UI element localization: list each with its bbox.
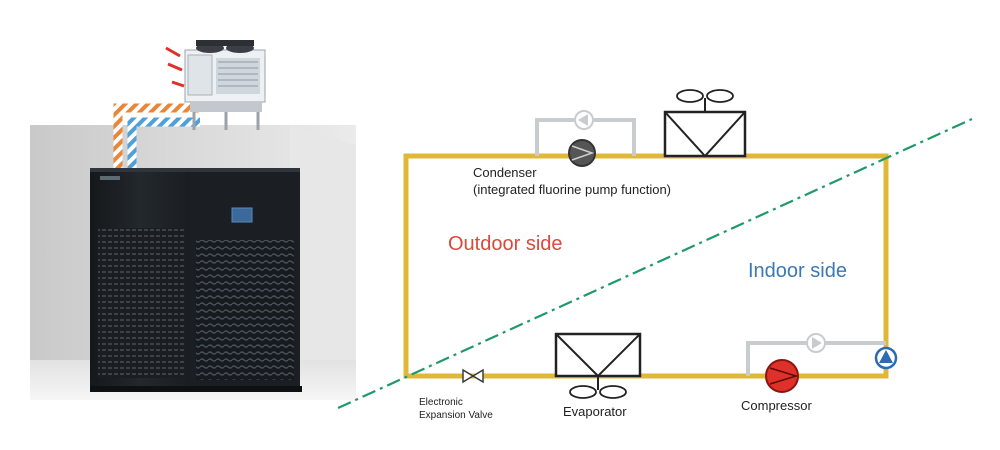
indoor-ac-cabinet: [90, 168, 302, 392]
expansion-valve-label-line1: Electronic: [419, 397, 463, 408]
outdoor-side-label: Outdoor side: [448, 233, 563, 255]
airflow-arrow: [167, 62, 183, 72]
evaporator-label: Evaporator: [563, 404, 627, 419]
expansion-valve-label: Electronic Expansion Valve: [419, 396, 493, 422]
airflow-arrow: [171, 80, 185, 88]
expansion-valve-icon: [462, 368, 484, 384]
check-valve-icon: [874, 346, 898, 370]
condenser-label-line1: Condenser: [473, 165, 537, 180]
condenser-coil: [663, 110, 747, 158]
fan-icon: [569, 376, 627, 399]
outdoor-indoor-divider: [337, 117, 973, 410]
gas-pipe: [127, 117, 200, 178]
check-valve-icon: [574, 110, 594, 130]
condenser-label-line2: (integrated fluorine pump function): [473, 182, 672, 197]
room-side-wall: [290, 125, 356, 400]
expansion-valve-label-line2: Expansion Valve: [419, 410, 493, 421]
evaporator-coil: [554, 332, 642, 378]
check-valve-icon: [806, 333, 826, 353]
condenser-label: Condenser (integrated fluorine pump func…: [473, 164, 671, 198]
liquid-pipe: [113, 103, 200, 178]
pump-icon: [568, 139, 596, 167]
fan-icon: [676, 89, 734, 112]
outdoor-condenser-unit: [165, 40, 266, 130]
compressor-label: Compressor: [741, 398, 812, 413]
product-illustration: [30, 40, 356, 400]
indoor-side-label: Indoor side: [748, 260, 847, 282]
compressor-bypass-line: [746, 341, 886, 376]
compressor-icon: [765, 359, 799, 393]
refrigerant-circuit: [337, 89, 973, 410]
airflow-arrow: [165, 46, 181, 58]
